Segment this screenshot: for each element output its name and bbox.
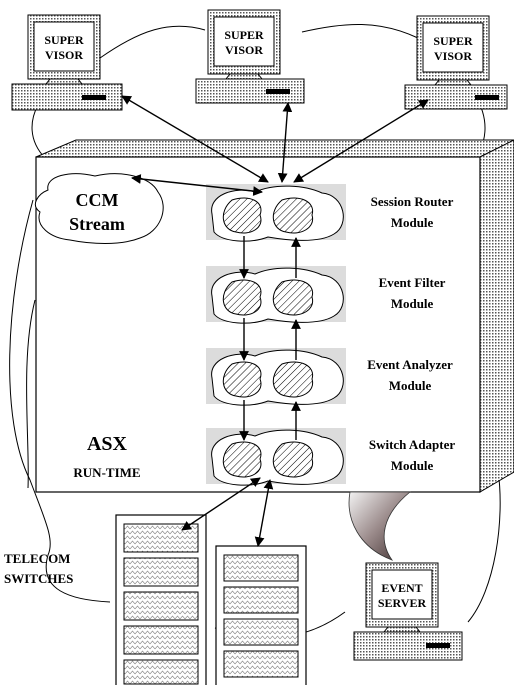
screen	[213, 16, 275, 67]
event-server-tail	[348, 491, 412, 561]
rack-unit	[123, 659, 199, 685]
rack-unit	[123, 625, 199, 655]
module-switch-adapter	[206, 428, 346, 486]
module-session-router	[206, 184, 346, 242]
module-label-event-filter-sub: Module	[391, 296, 434, 311]
drive-slot	[82, 95, 106, 100]
process-blob	[272, 197, 314, 234]
drive-slot	[426, 643, 450, 648]
neck	[433, 79, 473, 86]
neck	[44, 78, 84, 85]
process-blob	[272, 361, 314, 398]
module-event-filter	[206, 266, 346, 324]
drive-slot	[266, 89, 290, 94]
ccm-stream: CCM Stream	[35, 173, 164, 244]
module-label-switch-adapter-sub: Module	[391, 458, 434, 473]
telecom-label-line2: SWITCHES	[4, 571, 73, 586]
asx-title: ASX	[87, 433, 128, 455]
supervisor-workstation-2: SUPER VISOR	[195, 9, 305, 104]
supervisor-label-line1: SUPER	[433, 34, 473, 48]
module-label-event-filter: Event Filter	[379, 275, 446, 290]
module-label-session-router-sub: Module	[391, 215, 434, 230]
supervisor-label-line2: VISOR	[434, 49, 472, 63]
screen	[33, 21, 95, 72]
rack-unit	[223, 554, 299, 582]
process-blob	[222, 279, 262, 316]
telecom-switch-1	[115, 514, 207, 685]
screen	[422, 22, 484, 73]
drive-slot	[475, 95, 499, 100]
rack-unit	[123, 523, 199, 553]
supervisor-label-line1: SUPER	[44, 33, 84, 47]
module-event-analyzer	[206, 348, 346, 406]
process-blob	[222, 197, 262, 234]
neck	[224, 73, 264, 80]
supervisor-workstation-1: SUPER VISOR	[11, 14, 123, 111]
asx-subtitle: RUN-TIME	[73, 465, 140, 480]
module-label-event-analyzer-sub: Module	[389, 378, 432, 393]
event-server-workstation: EVENT SERVER	[353, 562, 463, 661]
ccm-line1: CCM	[76, 190, 119, 210]
rack-unit	[223, 586, 299, 614]
module-label-switch-adapter: Switch Adapter	[369, 437, 456, 452]
telecom-label-line1: TELECOM	[4, 551, 70, 566]
asx-label: ASX RUN-TIME	[73, 433, 140, 480]
process-blob	[272, 279, 314, 316]
neck	[382, 626, 422, 633]
rack-unit	[123, 591, 199, 621]
rack-unit	[123, 557, 199, 587]
module-labels: Session Router Module Event Filter Modul…	[367, 194, 455, 473]
telecom-switch-2	[215, 545, 307, 685]
screen	[371, 569, 433, 620]
module-label-event-analyzer: Event Analyzer	[367, 357, 453, 372]
switch-arrows	[181, 477, 274, 547]
event-server-line2: SERVER	[378, 596, 427, 610]
rack-unit	[223, 618, 299, 646]
supervisor-label-line2: VISOR	[225, 43, 263, 57]
supervisor-arrows	[121, 95, 429, 196]
module-flow-arrows	[239, 236, 301, 441]
process-blob	[272, 441, 314, 478]
rack-unit	[223, 650, 299, 678]
ccm-line2: Stream	[69, 214, 125, 234]
supervisor-label-line2: VISOR	[45, 48, 83, 62]
supervisor-label-line1: SUPER	[224, 28, 264, 42]
module-label-session-router: Session Router	[371, 194, 454, 209]
event-server-line1: EVENT	[381, 581, 422, 595]
process-blob	[222, 441, 262, 478]
process-blob	[222, 361, 262, 398]
module-stack	[206, 184, 346, 486]
supervisor-workstation-3: SUPER VISOR	[404, 15, 508, 110]
